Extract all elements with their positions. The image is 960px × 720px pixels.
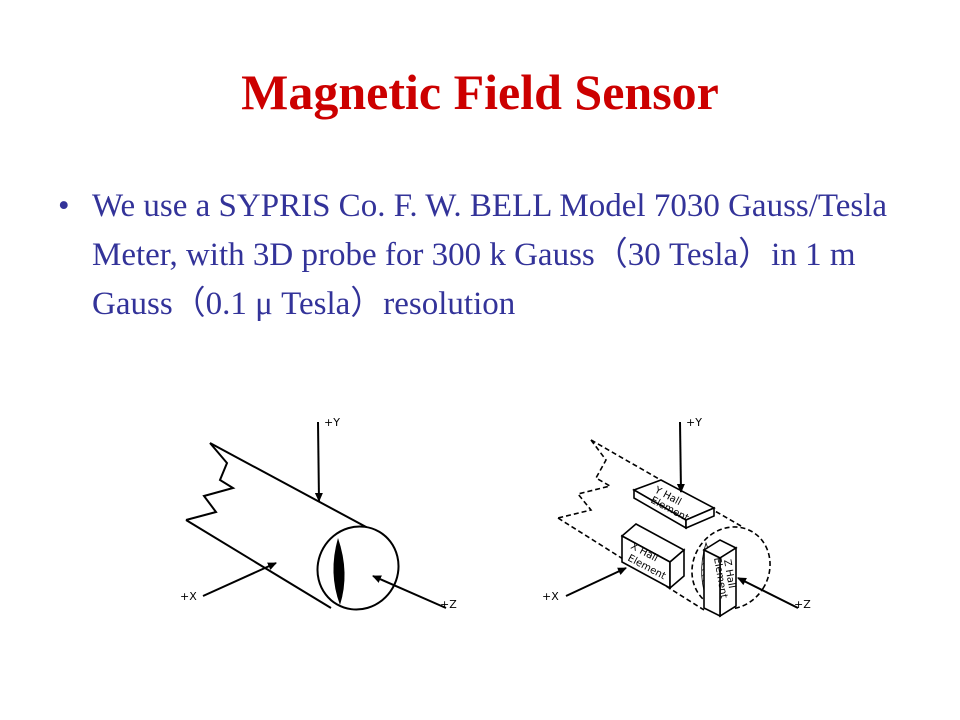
z-axis-label-right: +Z	[794, 598, 811, 611]
x-axis-label-right: +X	[542, 590, 559, 603]
bullet-item: • We use a SYPRIS Co. F. W. BELL Model 7…	[58, 182, 908, 329]
probe-diagram-left: +Y +X +Z	[178, 408, 468, 633]
slide-title: Magnetic Field Sensor	[241, 64, 719, 120]
bullet-text: We use a SYPRIS Co. F. W. BELL Model 703…	[92, 188, 888, 322]
x-axis-label-left: +X	[180, 590, 197, 603]
y-axis-label-right: +Y	[686, 416, 702, 429]
hall-elements-drawing: Y Hall Element X Hall Element Z Hall Ele…	[542, 416, 811, 618]
y-axis-label-left: +Y	[324, 416, 340, 429]
bullet-list: • We use a SYPRIS Co. F. W. BELL Model 7…	[58, 182, 908, 329]
z-hall-label-line1: Z Hall	[721, 559, 737, 590]
bullet-dot-icon: •	[58, 188, 70, 224]
z-axis-label-left: +Z	[440, 598, 457, 611]
probe-cylinder-drawing: +Y +X +Z	[180, 416, 457, 611]
probe-diagram-right: Y Hall Element X Hall Element Z Hall Ele…	[536, 408, 836, 633]
